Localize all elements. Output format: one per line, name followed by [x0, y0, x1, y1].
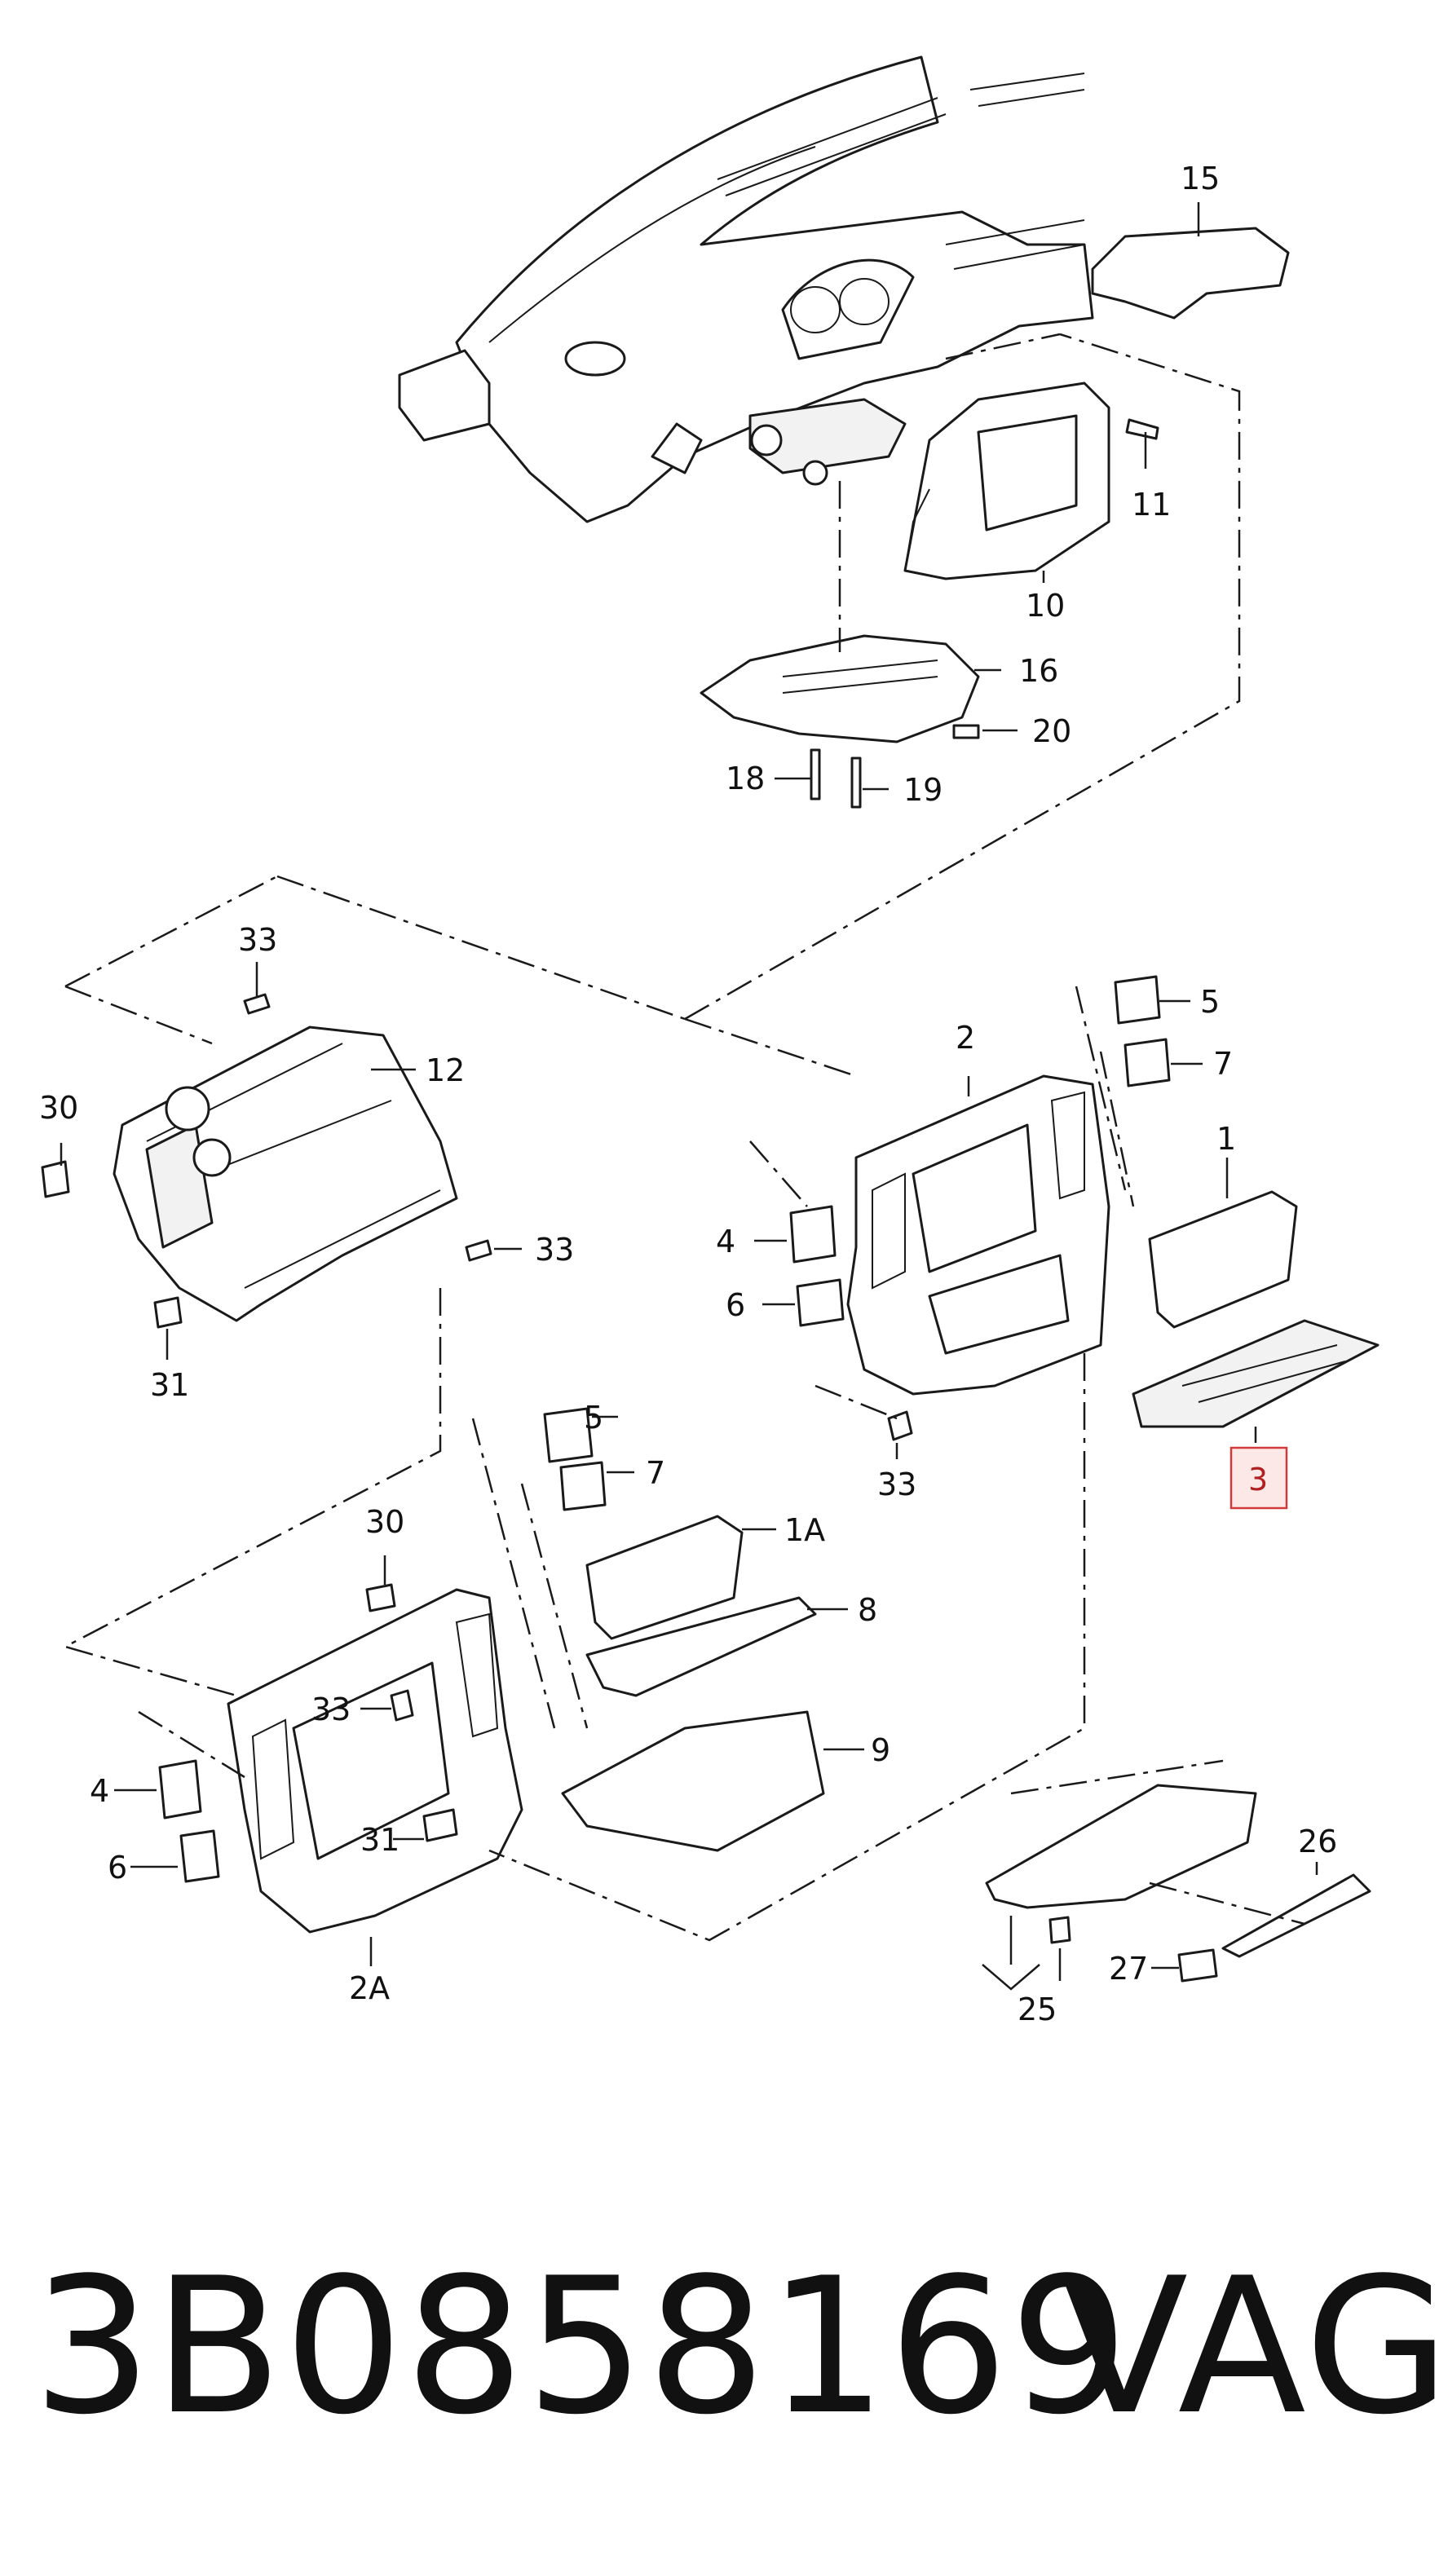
- part-33-screw-d: [390, 1689, 414, 1722]
- callout-20: 20: [1032, 713, 1071, 749]
- part-2-center-frame: [846, 1074, 1110, 1396]
- callout-19: 19: [903, 772, 943, 808]
- callout-7-a: 7: [1213, 1046, 1233, 1082]
- part-2a-center-frame: [227, 1588, 523, 1934]
- part-31-clip: [153, 1296, 183, 1329]
- part-27-cap: [1177, 1948, 1218, 1983]
- callout-33-c: 33: [877, 1467, 916, 1502]
- callout-25: 25: [1018, 1992, 1057, 2027]
- callout-4-a: 4: [716, 1224, 735, 1259]
- callout-18: 18: [726, 761, 765, 796]
- callout-9: 9: [871, 1732, 890, 1768]
- callout-3: 3: [1248, 1462, 1268, 1498]
- callout-6-b: 6: [108, 1850, 127, 1886]
- part-16-bracket: [700, 634, 980, 743]
- part-33-screw-b: [465, 1239, 492, 1262]
- part-number: 3B0858169: [33, 2239, 1131, 2456]
- part-7-button-left: [559, 1461, 607, 1511]
- part-33-screw-c: [887, 1410, 913, 1441]
- part-25-unit: [985, 1784, 1257, 1909]
- leader-lines: [60, 202, 1318, 1991]
- callout-33-b: 33: [535, 1232, 574, 1268]
- part-20-screw: [952, 724, 980, 739]
- part-4-button-right: [789, 1205, 837, 1264]
- part-5-button-right: [1114, 975, 1161, 1025]
- part-1a-panel: [585, 1515, 744, 1640]
- part-4-button-left: [158, 1759, 202, 1820]
- highlighted-callout-3: 3: [1229, 1446, 1288, 1510]
- part-30-clip: [41, 1160, 70, 1198]
- part-15-steering-cover: [1091, 227, 1290, 320]
- brand-name: VAG: [1060, 2239, 1448, 2456]
- part-5-button-left: [543, 1407, 594, 1463]
- part-19-screw: [850, 756, 862, 809]
- callout-31-b: 31: [360, 1822, 400, 1858]
- callout-5-b: 5: [584, 1400, 603, 1436]
- part-10-trim-frame: [903, 382, 1110, 580]
- callout-26: 26: [1298, 1824, 1337, 1859]
- part-1-panel: [1148, 1190, 1298, 1329]
- callout-1: 1: [1216, 1121, 1236, 1157]
- exploded-parts-diagram: 15 11 10 16 20 18 19 33 12 30 33 31 2 5 …: [39, 55, 1380, 2027]
- callout-6-a: 6: [726, 1287, 745, 1323]
- part-25-clip: [1048, 1916, 1071, 1944]
- callout-7-b: 7: [646, 1455, 665, 1491]
- part-9-tray: [561, 1710, 825, 1852]
- callout-31-a: 31: [150, 1367, 189, 1403]
- part-6-button-right: [796, 1278, 845, 1327]
- callout-12: 12: [426, 1052, 465, 1088]
- callout-10: 10: [1026, 588, 1065, 624]
- dashboard-assembly: [398, 55, 1094, 523]
- part-26-strip: [1221, 1873, 1371, 1958]
- callout-33-a: 33: [238, 922, 277, 958]
- part-33-screw-a: [243, 993, 271, 1015]
- callout-15: 15: [1181, 161, 1220, 196]
- part-3-tray: [1132, 1319, 1380, 1428]
- part-8-plate: [585, 1596, 817, 1697]
- callout-8: 8: [858, 1592, 877, 1628]
- callout-30-b: 30: [365, 1504, 404, 1540]
- callout-16: 16: [1019, 653, 1058, 689]
- part-6-button-left: [179, 1829, 220, 1883]
- callout-4-b: 4: [90, 1773, 109, 1809]
- assembly-guide-lines: [62, 333, 1305, 1942]
- part-18-screw: [810, 748, 821, 801]
- part-31-clip-b: [422, 1808, 458, 1842]
- callout-30-a: 30: [39, 1090, 78, 1126]
- part-30-clip-b: [365, 1583, 396, 1612]
- callout-33-d: 33: [311, 1692, 351, 1727]
- callout-27: 27: [1109, 1951, 1148, 1987]
- part-12-bracket: [113, 1026, 458, 1322]
- callout-labels: 15 11 10 16 20 18 19 33 12 30 33 31 2 5 …: [39, 161, 1337, 2027]
- footer: 3B0858169 VAG: [0, 2217, 1448, 2478]
- callout-11: 11: [1132, 487, 1171, 523]
- part-7-button-right: [1124, 1038, 1171, 1087]
- callout-5-a: 5: [1200, 984, 1220, 1020]
- callout-1a: 1A: [784, 1512, 825, 1548]
- callout-2: 2: [956, 1020, 975, 1056]
- callout-2a: 2A: [349, 1970, 390, 2006]
- part-11-screw: [1125, 418, 1159, 440]
